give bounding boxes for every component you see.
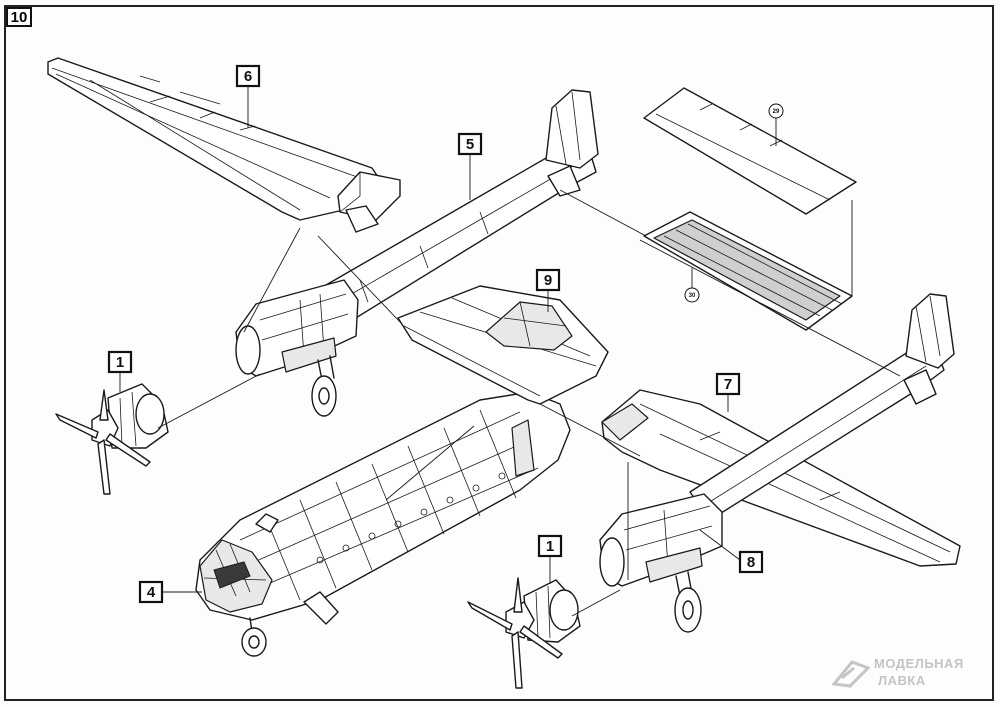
right-outer-wing (601, 389, 961, 567)
svg-text:1: 1 (546, 538, 554, 555)
left-engine-nacelle (235, 279, 359, 417)
page-frame (4, 5, 994, 701)
assembly-guide-lines (157, 189, 901, 617)
callout-1-right: 1 (537, 534, 563, 558)
callout-1-left: 1 (107, 350, 133, 374)
right-tail-boom (689, 293, 955, 521)
callout-9: 9 (535, 268, 561, 292)
left-tail-boom (299, 89, 599, 341)
right-engine-nacelle (599, 493, 723, 633)
flap-lower-part (643, 211, 853, 331)
svg-text:7: 7 (724, 376, 732, 393)
watermark-line-2: ЛАВКА (878, 673, 926, 688)
svg-text:29: 29 (773, 109, 780, 115)
left-outer-wing (47, 57, 401, 233)
callout-7: 7 (715, 372, 741, 396)
callout-leaders (119, 86, 777, 593)
step-number-badge: 10 (6, 7, 32, 27)
svg-text:8: 8 (747, 554, 755, 571)
svg-text:5: 5 (466, 136, 474, 153)
flap-upper-part (643, 87, 857, 215)
left-propeller-engine (55, 383, 169, 495)
callout-4: 4 (138, 580, 164, 604)
svg-text:6: 6 (244, 68, 252, 85)
watermark-line-1: МОДЕЛЬНАЯ (874, 656, 964, 671)
svg-text:9: 9 (544, 272, 552, 289)
callout-29: 29 (768, 103, 784, 119)
right-propeller-engine (467, 577, 581, 689)
fuselage (195, 391, 571, 657)
center-wing-section (397, 285, 609, 405)
watermark-logo-icon (832, 660, 870, 688)
svg-text:1: 1 (116, 354, 124, 371)
callout-6: 6 (235, 64, 261, 88)
svg-text:4: 4 (147, 584, 156, 601)
callout-8: 8 (738, 550, 764, 574)
callout-30: 30 (684, 287, 700, 303)
callout-5: 5 (457, 132, 483, 156)
svg-text:30: 30 (689, 293, 696, 299)
